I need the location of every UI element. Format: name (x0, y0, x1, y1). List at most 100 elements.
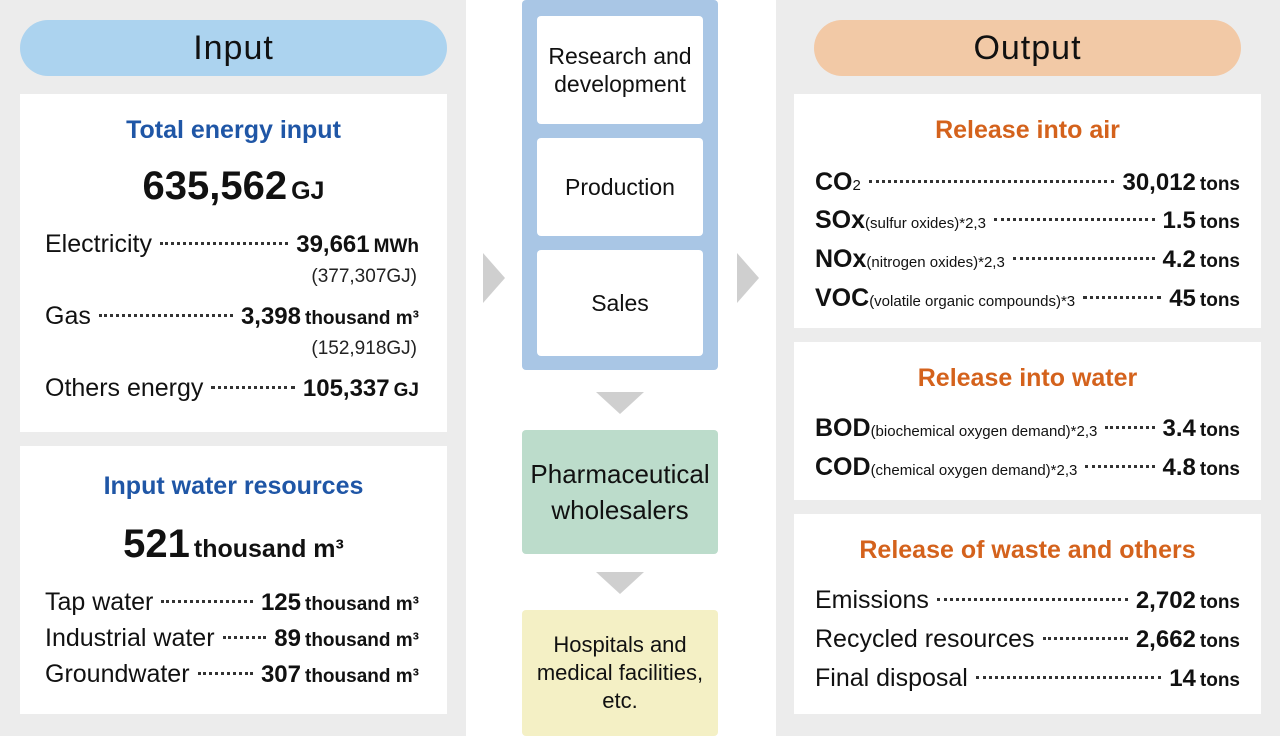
right-arrow-icon (737, 253, 759, 303)
leader-dots (161, 600, 253, 603)
hospitals-box: Hospitals and medical facilities, etc. (522, 610, 718, 736)
emissions-label: Emissions (815, 586, 929, 614)
nox-value: 4.2 (1162, 246, 1196, 273)
sox-value: 1.5 (1162, 207, 1196, 234)
voc-row: VOC(volatile organic compounds)*3 45 ton… (815, 284, 1240, 313)
bod-row: BOD(biochemical oxygen demand)*2,3 3.4 t… (815, 414, 1240, 443)
emissions-row: Emissions 2,702 tons (815, 586, 1240, 615)
bod-label: BOD (815, 414, 871, 442)
gas-value: 3,398 (240, 303, 301, 330)
down-arrow-icon (596, 572, 644, 594)
cod-value: 4.8 (1162, 454, 1196, 481)
leader-dots (868, 180, 1115, 183)
industrial-water-label: Industrial water (45, 624, 215, 652)
voc-description: (volatile organic compounds)*3 (869, 293, 1076, 310)
groundwater-label: Groundwater (45, 660, 190, 688)
voc-unit: tons (1199, 290, 1240, 311)
bod-unit: tons (1199, 420, 1240, 441)
voc-value: 45 (1169, 285, 1196, 312)
electricity-label: Electricity (45, 230, 152, 258)
water-release-title: Release into water (917, 364, 1138, 392)
leader-dots (211, 386, 295, 389)
emissions-value: 2,702 (1135, 587, 1196, 614)
water-total-value: 521 (123, 522, 190, 566)
leader-dots (222, 636, 267, 639)
cod-description: (chemical oxygen demand)*2,3 (870, 462, 1078, 479)
stage-research-development: Research and development (537, 16, 703, 124)
electricity-note: (377,307GJ) (311, 266, 417, 287)
tap-water-unit: thousand m³ (305, 594, 419, 615)
leader-dots (197, 672, 253, 675)
gas-unit: thousand m³ (305, 308, 419, 329)
energy-total-value: 635,562 (142, 164, 288, 208)
leader-dots (1083, 296, 1162, 299)
water-input-title: Input water resources (103, 472, 364, 500)
sox-row: SOx(sulfur oxides)*2,3 1.5 tons (815, 206, 1240, 235)
final-disposal-row: Final disposal 14 tons (815, 664, 1240, 693)
bod-value: 3.4 (1162, 415, 1196, 442)
industrial-water-value: 89 (274, 625, 301, 652)
nox-unit: tons (1199, 251, 1240, 272)
nox-description: (nitrogen oxides)*2,3 (866, 254, 1005, 271)
waste-release-title: Release of waste and others (859, 536, 1196, 564)
others-unit: GJ (393, 380, 419, 401)
energy-title: Total energy input (126, 116, 341, 144)
bod-description: (biochemical oxygen demand)*2,3 (870, 423, 1098, 440)
gas-row: Gas 3,398 thousand m³ (45, 302, 419, 331)
tap-water-row: Tap water 125 thousand m³ (45, 588, 419, 617)
water-total-unit: thousand m³ (193, 535, 344, 563)
groundwater-row: Groundwater 307 thousand m³ (45, 660, 419, 689)
input-header: Input (20, 20, 447, 76)
leader-dots (993, 218, 1155, 221)
co2-value: 30,012 (1122, 169, 1196, 196)
electricity-row: Electricity 39,661 MWh (45, 230, 419, 259)
electricity-unit: MWh (373, 236, 419, 257)
tap-water-label: Tap water (45, 588, 154, 616)
voc-label: VOC (815, 284, 870, 312)
co2-subscript: 2 (852, 177, 861, 194)
leader-dots (1105, 426, 1155, 429)
groundwater-unit: thousand m³ (305, 666, 419, 687)
leader-dots (98, 314, 233, 317)
industrial-water-row: Industrial water 89 thousand m³ (45, 624, 419, 653)
nox-label: NOx (815, 245, 867, 273)
gas-label: Gas (45, 302, 91, 330)
final-disposal-label: Final disposal (815, 664, 968, 692)
others-value: 105,337 (302, 375, 390, 402)
wholesalers-box: Pharmaceutical wholesalers (522, 430, 718, 554)
leader-dots (1042, 637, 1128, 640)
final-disposal-value: 14 (1169, 665, 1196, 692)
recycled-value: 2,662 (1135, 626, 1196, 653)
air-release-title: Release into air (935, 116, 1120, 144)
co2-unit: tons (1199, 174, 1240, 195)
others-label: Others energy (45, 374, 204, 402)
cod-label: COD (815, 453, 871, 481)
waste-release-card: Release of waste and others Emissions 2,… (794, 514, 1261, 714)
right-arrow-icon (483, 253, 505, 303)
gas-note: (152,918GJ) (311, 338, 417, 359)
leader-dots (1012, 257, 1155, 260)
leader-dots (975, 676, 1162, 679)
emissions-unit: tons (1199, 592, 1240, 613)
tap-water-value: 125 (260, 589, 301, 616)
sox-description: (sulfur oxides)*2,3 (865, 215, 986, 232)
leader-dots (159, 242, 289, 245)
leader-dots (936, 598, 1128, 601)
groundwater-value: 307 (260, 661, 301, 688)
others-row: Others energy 105,337 GJ (45, 374, 419, 403)
co2-label: CO (815, 168, 853, 196)
final-disposal-unit: tons (1199, 670, 1240, 691)
stage-sales: Sales (537, 250, 703, 356)
sox-unit: tons (1199, 212, 1240, 233)
nox-row: NOx(nitrogen oxides)*2,3 4.2 tons (815, 245, 1240, 274)
cod-unit: tons (1199, 459, 1240, 480)
down-arrow-icon (596, 392, 644, 414)
leader-dots (1085, 465, 1155, 468)
electricity-value: 39,661 (296, 231, 370, 258)
